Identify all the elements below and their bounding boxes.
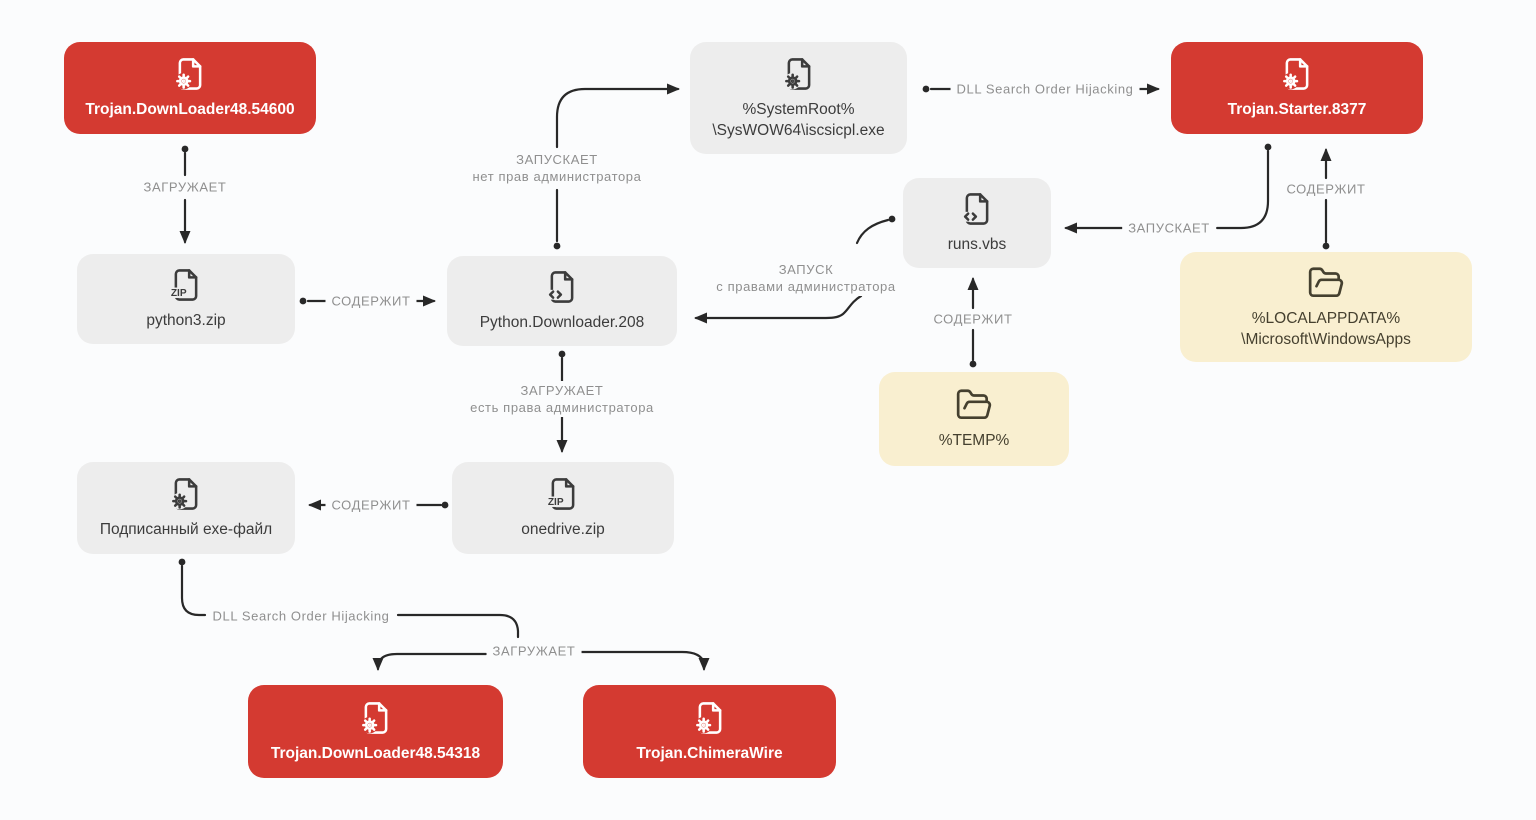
- edge-label-contains-3: СОДЕРЖИТ: [927, 309, 1019, 329]
- node-label: python3.zip: [146, 312, 226, 330]
- node-trojan-starter-8377: Trojan.Starter.8377: [1171, 42, 1423, 134]
- script-file-icon: [962, 193, 989, 225]
- node-python3-zip: ZIP python3.zip: [77, 254, 295, 344]
- edge-label-downloads-admin: ЗАГРУЖАЕТ есть права администратора: [464, 381, 660, 417]
- node-onedrive-zip: ZIP onedrive.zip: [452, 462, 674, 554]
- node-label: Trojan.DownLoader48.54600: [85, 101, 295, 119]
- edge-source-dots: [178, 85, 1330, 566]
- edge-label-contains-2: СОДЕРЖИТ: [1280, 179, 1372, 199]
- edge-label-downloads-2: ЗАГРУЖАЕТ: [486, 641, 582, 661]
- edge-dll-hijack-bottom: [180, 564, 207, 617]
- node-label: %TEMP%: [938, 432, 1010, 450]
- executable-file-icon: [694, 701, 721, 734]
- edge-downloads-2-right: [579, 650, 710, 671]
- edge-label-launches-2: ЗАПУСКАЕТ: [1122, 218, 1216, 238]
- edge-label-dll-hijack-bottom: DLL Search Order Hijacking: [206, 606, 396, 626]
- edge-label-contains-1: СОДЕРЖИТ: [325, 291, 417, 311]
- executable-file-icon: [171, 478, 198, 510]
- node-systemroot-iscsicpl-exe: %SystemRoot% \SysWOW64\iscsicpl.exe: [690, 42, 907, 154]
- edge-label-dll-hijack-top: DLL Search Order Hijacking: [950, 79, 1140, 99]
- edge-label-contains-4: СОДЕРЖИТ: [325, 495, 417, 515]
- edge-downloads-2-left: [372, 652, 488, 671]
- edge-label-launch-admin: ЗАПУСК с правами администратора: [710, 260, 902, 296]
- executable-file-icon: [360, 701, 387, 734]
- edge-label-downloads-1: ЗАГРУЖАЕТ: [137, 177, 233, 197]
- zip-file-icon: ZIP: [171, 269, 198, 301]
- node-label: Подписанный exe-файл: [99, 521, 273, 539]
- node-label: Trojan.ChimeraWire: [636, 744, 783, 762]
- svg-text:ZIP: ZIP: [171, 288, 187, 299]
- node-trojan-downloader48-54318: Trojan.DownLoader48.54318: [248, 685, 503, 778]
- node-trojan-chimerawire: Trojan.ChimeraWire: [583, 685, 836, 778]
- node-signed-exe-file: Подписанный exe-файл: [77, 462, 295, 554]
- node-label: %SystemRoot% \SysWOW64\iscsicpl.exe: [712, 100, 885, 139]
- script-file-icon: [547, 271, 574, 303]
- node-python-downloader-208: Python.Downloader.208: [447, 256, 677, 346]
- open-folder-icon: [1308, 266, 1344, 297]
- node-runs-vbs: runs.vbs: [903, 178, 1051, 268]
- executable-file-icon: [175, 58, 202, 90]
- edge-launches-2: [1215, 149, 1270, 230]
- edge-dll-hijack-bottom-b: [396, 613, 520, 639]
- node-localappdata-windowsapps: %LOCALAPPDATA% \Microsoft\WindowsApps: [1180, 252, 1472, 362]
- node-label: onedrive.zip: [521, 521, 605, 539]
- edge-label-launches-noadmin: ЗАПУСКАЕТ нет прав администратора: [466, 150, 648, 186]
- node-label: runs.vbs: [947, 236, 1007, 254]
- node-trojan-downloader48-54600: Trojan.DownLoader48.54600: [64, 42, 316, 134]
- executable-file-icon: [1282, 58, 1309, 90]
- node-temp-folder: %TEMP%: [879, 372, 1069, 466]
- node-label: Trojan.DownLoader48.54318: [270, 744, 481, 762]
- zip-file-icon: ZIP: [548, 478, 575, 510]
- open-folder-icon: [956, 389, 992, 420]
- edge-launches-noadmin-b: [555, 83, 680, 149]
- executable-file-icon: [783, 57, 810, 90]
- node-label: Python.Downloader.208: [479, 314, 645, 332]
- edge-launch-admin-b: [694, 294, 863, 324]
- edge-launch-admin: [855, 218, 890, 245]
- node-label: Trojan.Starter.8377: [1227, 101, 1367, 119]
- node-label: %LOCALAPPDATA% \Microsoft\WindowsApps: [1241, 309, 1411, 348]
- svg-text:ZIP: ZIP: [548, 497, 564, 508]
